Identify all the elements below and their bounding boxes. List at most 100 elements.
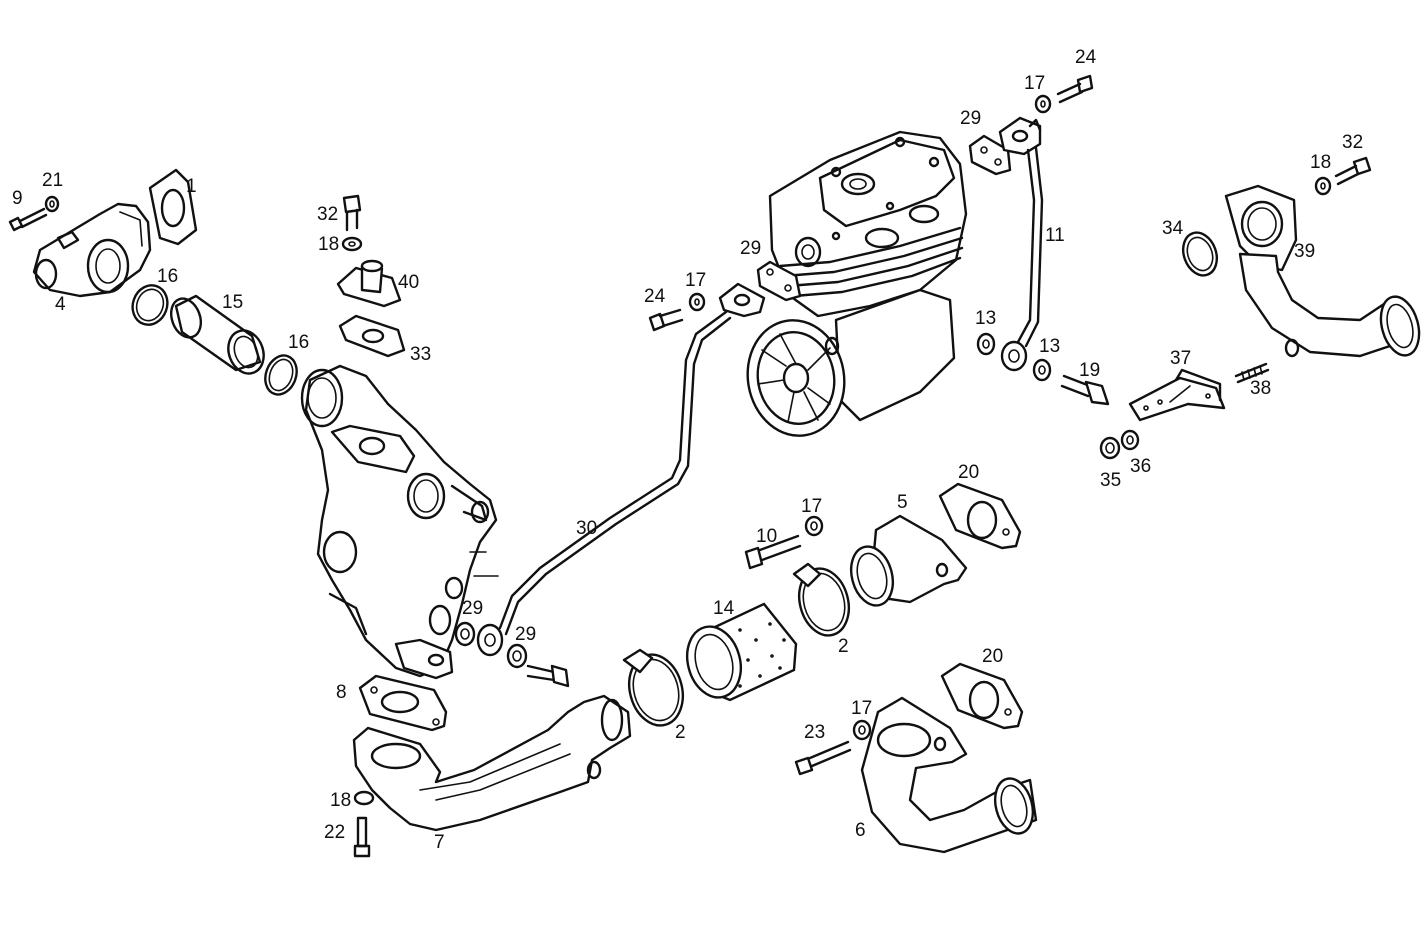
callout-18a: 18 (318, 234, 339, 255)
gasket-33 (338, 314, 406, 358)
callout-34: 34 (1162, 218, 1184, 239)
callout-20a: 20 (958, 462, 979, 483)
o-ring-16-right (264, 354, 298, 396)
pipe-11 (998, 116, 1044, 372)
callout-14: 14 (713, 598, 735, 619)
o-ring-16-left (131, 284, 169, 326)
callout-29c: 29 (462, 598, 483, 619)
sleeve-15 (169, 294, 265, 375)
callout-4: 4 (55, 294, 66, 315)
elbow-pipe-6 (860, 696, 1038, 854)
callout-9: 9 (12, 188, 23, 209)
fitting-4 (32, 202, 152, 298)
gasket-29-top (968, 134, 1012, 176)
callout-30: 30 (576, 518, 597, 539)
washer-18-right (1314, 176, 1332, 196)
callout-10: 10 (756, 526, 777, 547)
washer-17-top-right (1034, 94, 1052, 114)
callout-11: 11 (1045, 225, 1065, 246)
pipe-7 (352, 694, 632, 832)
callout-17b: 17 (1024, 73, 1045, 94)
gasket-29-compressor (756, 260, 802, 302)
flange-pipe-5 (849, 514, 968, 607)
bolt-24-right (1056, 74, 1094, 104)
callout-2b: 2 (838, 636, 849, 657)
callout-16a: 16 (157, 266, 178, 287)
washer-29-right (506, 643, 528, 669)
gasket-20-top (938, 482, 1022, 550)
washer-13-left (976, 332, 996, 356)
callout-15: 15 (222, 292, 243, 313)
callout-32b: 32 (1342, 132, 1363, 153)
banjo-fitting (476, 623, 504, 657)
bolt-10 (744, 534, 802, 570)
hose-texture (738, 622, 786, 688)
callout-18b: 18 (1310, 152, 1331, 173)
stud-38 (1234, 362, 1270, 384)
bracket-37 (1128, 368, 1226, 422)
callout-20b: 20 (982, 646, 1003, 667)
washer-17-bottom (852, 719, 872, 741)
callout-36: 36 (1130, 456, 1151, 477)
bolt-9 (8, 207, 48, 232)
callout-17d: 17 (851, 698, 872, 719)
washer-29-left (454, 621, 476, 647)
flange-40 (336, 259, 402, 308)
callout-21: 21 (42, 170, 63, 191)
callout-19: 19 (1079, 360, 1100, 381)
compressor (746, 130, 968, 437)
hose-14 (686, 602, 798, 702)
washer-36 (1120, 429, 1140, 451)
bolt-23 (794, 740, 852, 776)
gasket-8 (358, 674, 448, 732)
callout-5: 5 (897, 492, 908, 513)
gasket-20-bottom (940, 662, 1024, 730)
callout-29b: 29 (740, 238, 761, 259)
nut-35 (1099, 436, 1121, 460)
callout-1: 1 (186, 176, 197, 197)
callout-29d: 29 (515, 624, 536, 645)
callout-35: 35 (1100, 470, 1121, 491)
callout-24b: 24 (1075, 47, 1097, 68)
callout-29a: 29 (960, 108, 981, 129)
bolt-22 (353, 816, 371, 858)
callout-13a: 13 (975, 308, 996, 329)
callout-38: 38 (1250, 378, 1271, 399)
clamp-2-left (622, 648, 684, 727)
callout-7: 7 (434, 832, 445, 853)
o-ring-34 (1181, 231, 1219, 277)
callout-13b: 13 (1039, 336, 1060, 357)
banjo-bolt (526, 664, 570, 688)
callout-32a: 32 (317, 204, 338, 225)
manifold-housing (300, 364, 499, 680)
washer-21 (44, 195, 60, 213)
callout-17c: 17 (801, 496, 822, 517)
pipe-30 (498, 282, 766, 636)
callout-17a: 17 (685, 270, 706, 291)
bolt-24-left (648, 308, 684, 332)
washer-17-mid (804, 515, 824, 537)
callout-16b: 16 (288, 332, 309, 353)
callout-39: 39 (1294, 241, 1315, 262)
clamp-2-right (792, 562, 850, 637)
callout-18c: 18 (330, 790, 351, 811)
callout-22: 22 (324, 822, 345, 843)
callout-labels: 1 2 2 4 5 6 7 8 9 10 11 13 13 14 15 16 1… (12, 47, 1363, 853)
elbow-pipe-39 (1224, 184, 1421, 358)
washer-18-center (341, 236, 363, 252)
callout-40: 40 (398, 272, 419, 293)
callout-6: 6 (855, 820, 866, 841)
gasket-1 (148, 168, 198, 246)
callout-37: 37 (1170, 348, 1191, 369)
callout-8: 8 (336, 682, 347, 703)
washer-18-bottom (353, 790, 375, 806)
washer-13-right (1032, 358, 1052, 382)
callout-2a: 2 (675, 722, 686, 743)
callout-33: 33 (410, 344, 431, 365)
bolt-19 (1060, 374, 1110, 406)
bolt-32-right (1334, 156, 1372, 186)
washer-17-left (688, 292, 706, 312)
callout-23: 23 (804, 722, 825, 743)
callout-24a: 24 (644, 286, 666, 307)
